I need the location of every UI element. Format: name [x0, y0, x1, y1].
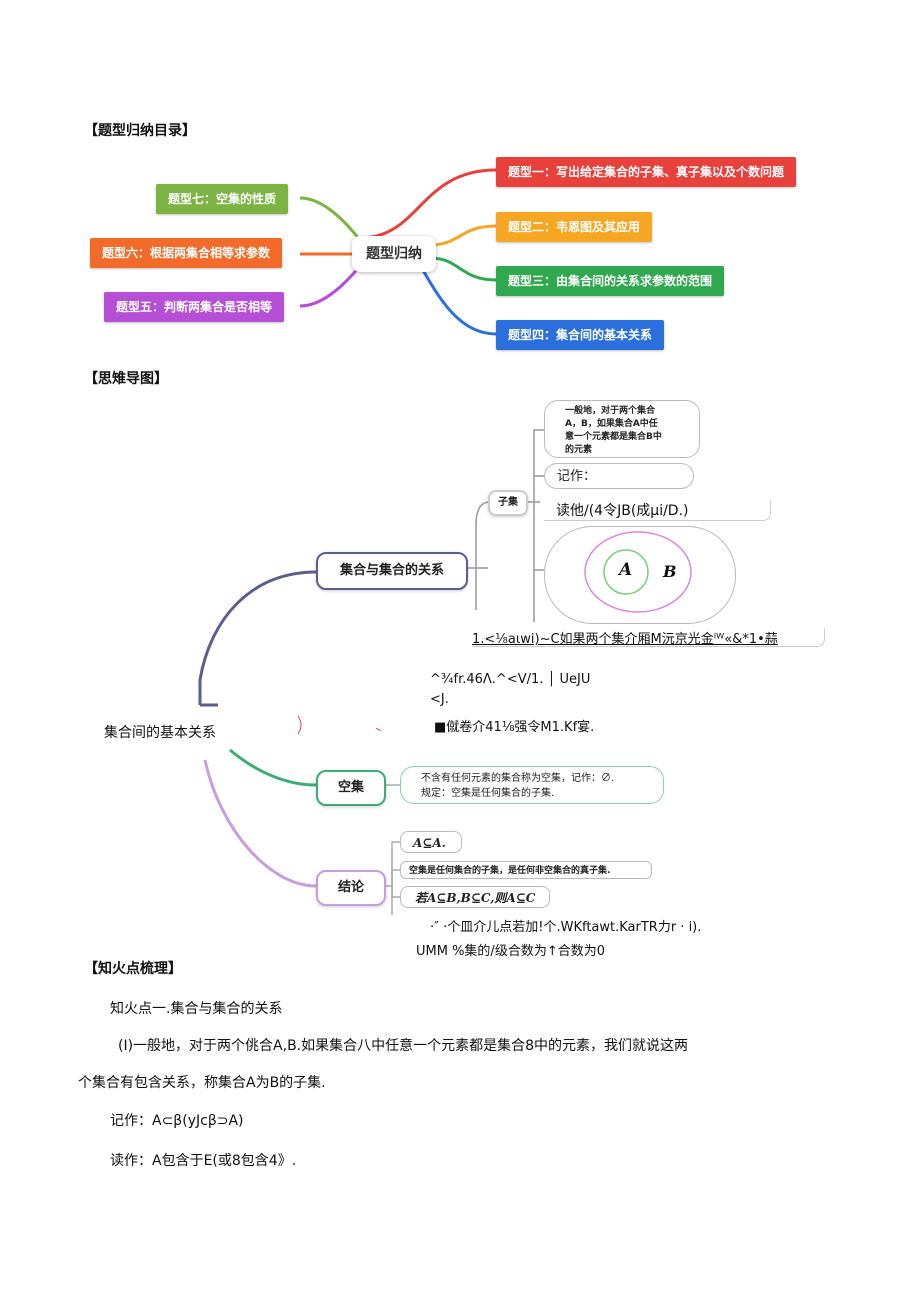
conclusion-2: 空集是任何集合的子集，是任何非空集合的真子集.	[409, 866, 611, 876]
catalog-item-type-4: 题型四：集合间的基本关系	[496, 320, 665, 350]
empty-set-line-1: 不含有任何元素的集合称为空集，记作：∅.	[421, 773, 615, 784]
knowledge-header: 【知火点梳理】	[84, 961, 182, 977]
garbled-line-4: ·″ ·个皿介儿点若加!个.WKftawt.KarTR力r · i).	[430, 920, 702, 935]
venn-label-b: B	[663, 562, 677, 581]
knowledge-reading: 读作：A包含于E(或8包含4》.	[110, 1153, 297, 1169]
garbled-line-5-clip: UMM %集的/级合数为↑合数为0	[412, 938, 652, 959]
catalog-item-type-1: 题型一：写出给定集合的子集、真子集以及个数问题	[496, 157, 797, 187]
branch-empty-set: 空集	[316, 770, 386, 806]
garbled-line-1-box: 1.<⅛aιwi)~C如果两个集介厢M沅京光金ᴵᵂ«&*1•蒜	[472, 628, 825, 647]
notation-box: 记作：	[544, 463, 694, 489]
catalog-item-type-5: 题型五：判断两集合是否相等	[104, 292, 285, 322]
catalog-item-type-2: 题型二：韦恩图及其应用	[496, 212, 653, 242]
reading-box: 读他/(4令JB(成µi/D.)	[544, 500, 771, 521]
conclusion-1-box: A⊆A.	[400, 831, 462, 853]
catalog-header: 【题型归纳目录】	[84, 123, 196, 139]
reading-text: 读他/(4令JB(成µi/D.)	[556, 503, 689, 519]
garbled-line-1: 1.<⅛aιwi)~C如果两个集介厢M沅京光金ᴵᵂ«&*1•蒜	[472, 632, 778, 647]
catalog-center-node: 题型归纳	[352, 236, 436, 272]
notation-label: 记作：	[557, 469, 597, 484]
subset-node: 子集	[488, 490, 528, 516]
garbled-line-5: UMM %集的/级合数为↑合数为0	[416, 944, 605, 959]
subset-definition-box: 一般地，对于两个集合A，B，如果集合A中任意一个元素都是集合B中的元素	[544, 400, 700, 458]
garbled-line-2b: <J.	[430, 692, 449, 707]
mindmap-header: 【思雉导图】	[84, 371, 168, 387]
conclusion-2-box: 空集是任何集合的子集，是任何非空集合的真子集.	[400, 861, 652, 879]
knowledge-notation: 记作：A⊂β(yJcβ⊃A)	[110, 1113, 244, 1129]
garbled-line-2a: ^¾fr.46Λ.^<V/1. │ UeJU	[430, 672, 591, 687]
garbled-line-3: ■僦卷介41⅛强令M1.Kf宴.	[434, 720, 595, 735]
knowledge-point-1: 知火点一.集合与集合的关系	[110, 1001, 283, 1017]
empty-set-box: 不含有任何元素的集合称为空集，记作：∅. 规定：空集是任何集合的子集.	[400, 766, 664, 804]
catalog-item-type-6: 题型六：根据两集合相等求参数	[90, 238, 283, 268]
knowledge-para-line-1: (I)一般地，对于两个佻合A,B.如果集合八中任意一个元素都是集合8中的元素，我…	[118, 1038, 689, 1054]
catalog-item-type-7: 题型七：空集的性质	[156, 184, 289, 214]
branch-set-relation: 集合与集合的关系	[316, 552, 468, 590]
catalog-item-type-3: 题型三：由集合间的关系求参数的范围	[496, 266, 725, 296]
conclusion-1: A⊆A.	[413, 836, 446, 850]
conclusion-3: 若A⊆B,B⊆C,则A⊆C	[415, 891, 536, 905]
venn-label-a: A	[619, 560, 633, 580]
conclusion-3-box: 若A⊆B,B⊆C,则A⊆C	[400, 886, 550, 908]
knowledge-para-line-2: 个集合有包含关系，称集合A为B的子集.	[78, 1075, 326, 1091]
mindmap-root: 集合间的基本关系	[104, 725, 216, 741]
catalog-center-label: 题型归纳	[366, 246, 422, 262]
subset-definition-text: 一般地，对于两个集合A，B，如果集合A中任意一个元素都是集合B中的元素	[565, 406, 662, 455]
branch-conclusion: 结论	[316, 870, 386, 906]
empty-set-line-2: 规定：空集是任何集合的子集.	[421, 788, 555, 799]
